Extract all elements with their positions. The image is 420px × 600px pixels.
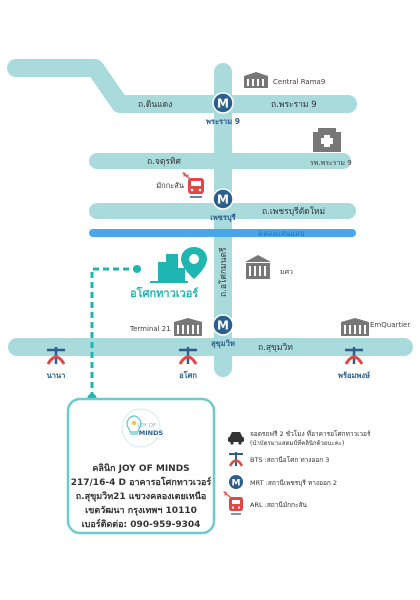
poi-label-asok-tower: อโศกทาวเวอร์ <box>130 286 198 300</box>
station-label-phetchaburi: เพชรบุรี <box>210 213 236 222</box>
clinic-name: คลินิก JOY OF MINDS <box>92 463 189 474</box>
station-label-makkasan: มักกะสัน <box>156 181 184 190</box>
road-label-phetchaburi: ถ.เพชรบุรีตัดใหม่ <box>262 206 325 217</box>
mall-building-icon <box>244 72 268 88</box>
station-label-rama9: พระราม 9 <box>206 117 240 126</box>
legend-parking-note: (นำบัตรมาแสตมป์ที่คลินิกด้วยนะคะ) <box>250 439 344 447</box>
airplane-icon <box>182 172 190 179</box>
bts-station-nana[interactable]: นานา <box>47 347 66 380</box>
clinic-address-2: ถ.สุขุมวิท21 แขวงคลองเตยเหนือ <box>76 490 207 502</box>
poi-terminal21[interactable]: Terminal 21 <box>129 318 202 336</box>
clinic-logo-text-2: MINDS <box>139 429 164 437</box>
mrt-station-sukhumvit[interactable]: M สุขุมวิท <box>211 314 235 348</box>
poi-rama9-hospital[interactable]: รพ.พระราม 9 <box>310 128 352 167</box>
legend-mrt-text: MRT :สถานีเพชรบุรี ทางออก 2 <box>250 479 337 487</box>
poi-asok-tower[interactable]: อโศกทาวเวอร์ <box>130 247 207 300</box>
lightbulb-icon <box>126 415 142 435</box>
car-icon <box>228 432 244 445</box>
roads <box>7 59 413 377</box>
poi-label-rama9-hospital: รพ.พระราม 9 <box>310 159 352 167</box>
walking-route <box>90 267 136 398</box>
arl-train-icon <box>229 497 243 515</box>
canal-label: คลองแสนแสบ <box>258 229 305 238</box>
clinic-address-3: เขตวัฒนา กรุงเทพฯ 10110 <box>85 505 197 516</box>
airplane-icon <box>223 491 231 498</box>
bts-station-asok[interactable]: อโศก <box>178 347 198 380</box>
poi-label-central-rama9: Central Rama9 <box>273 78 325 86</box>
poi-central-rama9[interactable]: Central Rama9 <box>244 72 325 88</box>
legend: จอดรถฟรี 2 ชั่วโมง ที่อาคารอโศกทาวเวอร์ … <box>223 429 371 515</box>
clinic-logo-text-1: JOY OF <box>137 423 156 429</box>
legend-arl-text: ARL :สถานีมักกะสัน <box>250 501 307 509</box>
clinic-logo: JOY OF MINDS <box>121 408 164 448</box>
legend-bts: BTS :สถานีอโศก ทางออก 3 <box>228 452 329 467</box>
clinic-card: JOY OF MINDS คลินิก JOY OF MINDS 217/16-… <box>66 397 216 535</box>
clinic-address-1: 217/16-4 D อาคารอโศกทาวเวอร์ <box>71 476 212 488</box>
arl-train-icon <box>188 178 204 198</box>
mall-building-icon <box>341 318 369 336</box>
station-label-nana: นานา <box>47 371 66 380</box>
mrt-icon <box>229 475 243 489</box>
bts-icon <box>344 347 364 365</box>
legend-parking: จอดรถฟรี 2 ชั่วโมง ที่อาคารอโศกทาวเวอร์ … <box>228 429 371 447</box>
legend-mrt: M MRT :สถานีเพชรบุรี ทางออก 2 <box>229 475 337 489</box>
bts-station-phrom-phong[interactable]: พร้อมพงษ์ <box>338 347 370 380</box>
station-label-phrom-phong: พร้อมพงษ์ <box>338 371 370 380</box>
road-din-daeng-upper <box>7 59 232 113</box>
mrt-m-glyph: M <box>217 319 229 333</box>
hospital-icon <box>313 128 341 152</box>
mrt-m-glyph: M <box>232 479 241 489</box>
mrt-m-glyph: M <box>217 193 229 207</box>
office-building-icon <box>150 254 188 283</box>
route-end-dot <box>133 265 141 273</box>
station-label-sukhumvit: สุขุมวิท <box>211 339 235 348</box>
road-label-chaturathit: ถ.จตุรทิศ <box>147 157 182 167</box>
road-label-asok-montri: ถ.อโศกมนตรี <box>218 247 229 297</box>
poi-emquartier[interactable]: EmQuartier <box>341 318 410 336</box>
bts-icon <box>178 347 198 365</box>
mrt-icon <box>212 92 234 114</box>
bts-icon <box>228 452 244 467</box>
poi-swu[interactable]: มศว <box>245 255 293 279</box>
mrt-station-phetchaburi[interactable]: M เพชรบุรี <box>210 188 237 222</box>
mrt-icon <box>212 188 234 210</box>
road-label-sukhumvit: ถ.สุขุมวิท <box>258 343 293 353</box>
mrt-icon <box>212 314 234 336</box>
mrt-m-glyph: M <box>217 97 229 111</box>
location-pin-icon <box>181 247 207 279</box>
legend-parking-text: จอดรถฟรี 2 ชั่วโมง ที่อาคารอโศกทาวเวอร์ <box>250 429 371 438</box>
station-label-asok: อโศก <box>179 370 197 380</box>
road-label-din-daeng: ถ.ดินแดง <box>138 100 172 110</box>
legend-bts-text: BTS :สถานีอโศก ทางออก 3 <box>250 456 329 464</box>
road-label-rama9: ถ.พระราม 9 <box>271 100 317 110</box>
mall-building-icon <box>174 318 202 336</box>
clinic-phone: เบอร์ติดต่อ: 090-959-9304 <box>82 518 201 530</box>
legend-arl: ARL :สถานีมักกะสัน <box>223 491 307 515</box>
university-icon <box>245 255 271 279</box>
poi-label-swu: มศว <box>280 268 293 276</box>
poi-label-emquartier: EmQuartier <box>370 321 410 329</box>
mrt-station-rama9[interactable]: M พระราม 9 <box>206 92 240 126</box>
arl-station-makkasan[interactable]: มักกะสัน <box>156 172 204 198</box>
poi-label-terminal21: Terminal 21 <box>129 325 171 333</box>
bts-icon <box>46 347 66 365</box>
